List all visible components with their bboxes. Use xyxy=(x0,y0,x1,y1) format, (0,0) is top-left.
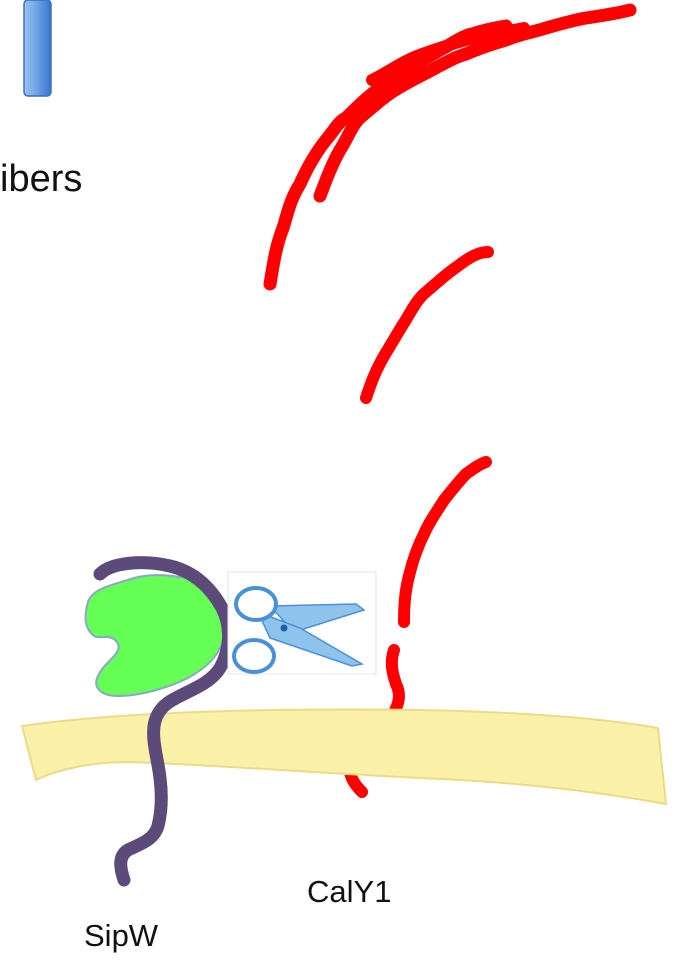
caly1-label: CalY1 xyxy=(307,874,391,910)
membrane xyxy=(22,710,666,804)
fiber-bundle xyxy=(270,10,630,792)
scissors-icon xyxy=(228,572,376,674)
fiber-strand-3 xyxy=(372,28,524,80)
arrow-up-icon xyxy=(24,0,51,96)
fiber-strand-5 xyxy=(404,462,486,622)
fiber-strand-4 xyxy=(366,252,488,398)
sipw-label: SipW xyxy=(84,918,158,954)
fibers-label: ibers xyxy=(0,158,82,201)
